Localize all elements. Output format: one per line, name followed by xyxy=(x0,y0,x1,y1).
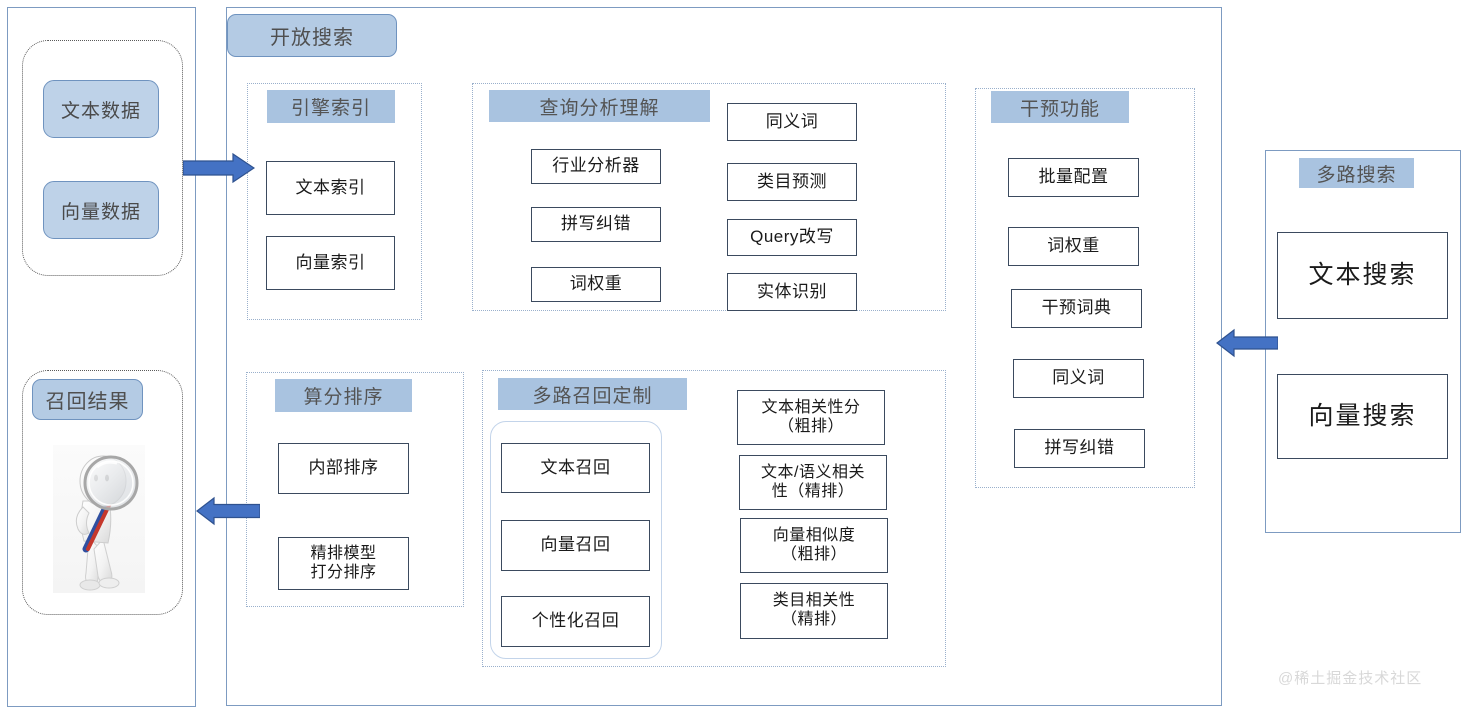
scoring-item-internal-sort-label: 内部排序 xyxy=(308,458,379,478)
intervention-item-intervention-dictionary[interactable]: 干预词典 xyxy=(1011,289,1142,328)
data-block-text[interactable]: 文本数据 xyxy=(43,80,159,138)
engine-index-item-text-index-label: 文本索引 xyxy=(295,177,366,197)
engine-index-title: 引擎索引 xyxy=(267,90,395,123)
recall-result-title-label: 召回结果 xyxy=(45,391,130,413)
multi-search-item-vector-search[interactable]: 向量搜索 xyxy=(1277,374,1448,459)
multi-recall-item-personalized-recall-label: 个性化召回 xyxy=(531,611,620,631)
engine-index-title-label: 引擎索引 xyxy=(290,98,371,119)
scoring-item-fine-rank-model[interactable]: 精排模型 打分排序 xyxy=(278,537,409,590)
query-analysis-item-query-rewrite-label: Query改写 xyxy=(750,227,834,247)
multi-search-container xyxy=(1265,150,1461,533)
intervention-item-term-weight[interactable]: 词权重 xyxy=(1008,227,1139,266)
recall-result-title: 召回结果 xyxy=(32,379,143,420)
results-from-scoring-arrow xyxy=(196,496,260,526)
query-analysis-item-entity-recognition-label: 实体识别 xyxy=(757,281,827,301)
relevance-item-semantic-relevance-fine[interactable]: 文本/语义相关 性（精排） xyxy=(739,455,887,510)
open-search-title-label: 开放搜索 xyxy=(270,27,354,49)
relevance-item-category-relevance-fine-label: 类目相关性 （精排） xyxy=(772,592,856,628)
relevance-item-vector-similarity-coarse[interactable]: 向量相似度 （粗排） xyxy=(740,518,888,573)
query-analysis-item-spelling-correction[interactable]: 拼写纠错 xyxy=(531,207,661,242)
multi-search-item-vector-search-label: 向量搜索 xyxy=(1308,401,1417,430)
data-block-vector[interactable]: 向量数据 xyxy=(43,181,159,239)
data-block-vector-label: 向量数据 xyxy=(60,201,141,223)
query-analysis-item-entity-recognition[interactable]: 实体识别 xyxy=(727,273,857,311)
multi-search-title: 多路搜索 xyxy=(1299,158,1414,188)
intervention-item-batch-config[interactable]: 批量配置 xyxy=(1008,158,1139,197)
query-analysis-item-synonym[interactable]: 同义词 xyxy=(727,103,857,141)
intervention-panel xyxy=(975,88,1195,488)
multi-search-item-text-search[interactable]: 文本搜索 xyxy=(1277,232,1448,319)
engine-index-item-vector-index-label: 向量索引 xyxy=(295,252,366,272)
relevance-item-category-relevance-fine[interactable]: 类目相关性 （精排） xyxy=(740,583,888,639)
scoring-item-fine-rank-model-label: 精排模型 打分排序 xyxy=(310,544,377,581)
multi-recall-item-text-recall[interactable]: 文本召回 xyxy=(501,443,650,493)
engine-index-item-vector-index[interactable]: 向量索引 xyxy=(266,236,395,290)
data-to-index-arrow xyxy=(183,152,255,184)
relevance-item-vector-similarity-coarse-label: 向量相似度 （粗排） xyxy=(772,526,856,563)
intervention-item-synonym-label: 同义词 xyxy=(1052,368,1105,388)
query-analysis-item-query-rewrite[interactable]: Query改写 xyxy=(727,219,857,256)
query-analysis-title: 查询分析理解 xyxy=(489,90,710,122)
query-analysis-item-synonym-label: 同义词 xyxy=(765,111,819,131)
query-analysis-item-industry-analyzer-label: 行业分析器 xyxy=(552,156,640,176)
intervention-item-intervention-dictionary-label: 干预词典 xyxy=(1041,298,1112,318)
query-analysis-item-industry-analyzer[interactable]: 行业分析器 xyxy=(531,149,661,184)
relevance-item-text-relevance-coarse[interactable]: 文本相关性分 （粗排） xyxy=(737,390,885,445)
query-analysis-item-category-prediction-label: 类目预测 xyxy=(757,171,827,191)
multi-recall-item-personalized-recall[interactable]: 个性化召回 xyxy=(501,596,650,647)
query-analysis-item-term-weight-label: 词权重 xyxy=(569,274,623,294)
multisearch-to-core-arrow xyxy=(1216,328,1278,358)
intervention-item-spelling-correction-label: 拼写纠错 xyxy=(1044,438,1115,458)
intervention-item-synonym[interactable]: 同义词 xyxy=(1013,359,1144,398)
multi-recall-item-vector-recall[interactable]: 向量召回 xyxy=(501,520,650,571)
relevance-item-semantic-relevance-fine-label: 文本/语义相关 性（精排） xyxy=(761,463,865,500)
intervention-title-label: 干预功能 xyxy=(1019,98,1100,120)
scoring-item-internal-sort[interactable]: 内部排序 xyxy=(278,443,409,494)
multi-search-item-text-search-label: 文本搜索 xyxy=(1308,260,1417,289)
multi-search-title-label: 多路搜索 xyxy=(1316,164,1397,186)
query-analysis-item-term-weight[interactable]: 词权重 xyxy=(531,267,661,302)
intervention-item-term-weight-label: 词权重 xyxy=(1047,236,1100,256)
multi-recall-item-text-recall-label: 文本召回 xyxy=(540,457,611,477)
scoring-title: 算分排序 xyxy=(275,379,412,412)
multi-recall-title-label: 多路召回定制 xyxy=(532,385,653,407)
intervention-item-spelling-correction[interactable]: 拼写纠错 xyxy=(1014,429,1145,468)
data-block-text-label: 文本数据 xyxy=(60,100,141,122)
open-search-title: 开放搜索 xyxy=(227,14,397,57)
scoring-title-label: 算分排序 xyxy=(303,387,384,408)
query-analysis-title-label: 查询分析理解 xyxy=(539,97,660,119)
relevance-item-text-relevance-coarse-label: 文本相关性分 （粗排） xyxy=(761,398,861,435)
watermark: @稀土掘金技术社区 xyxy=(1278,667,1422,688)
intervention-title: 干预功能 xyxy=(991,91,1129,123)
engine-index-item-text-index[interactable]: 文本索引 xyxy=(266,161,395,215)
multi-recall-title: 多路召回定制 xyxy=(498,378,687,410)
query-analysis-item-category-prediction[interactable]: 类目预测 xyxy=(727,163,857,201)
intervention-item-batch-config-label: 批量配置 xyxy=(1038,167,1109,187)
person-with-magnifier-icon xyxy=(53,445,145,593)
watermark-label: @稀土掘金技术社区 xyxy=(1278,670,1423,687)
multi-recall-item-vector-recall-label: 向量召回 xyxy=(540,535,611,555)
query-analysis-item-spelling-correction-label: 拼写纠错 xyxy=(561,214,631,234)
data-sources-group xyxy=(22,40,183,276)
